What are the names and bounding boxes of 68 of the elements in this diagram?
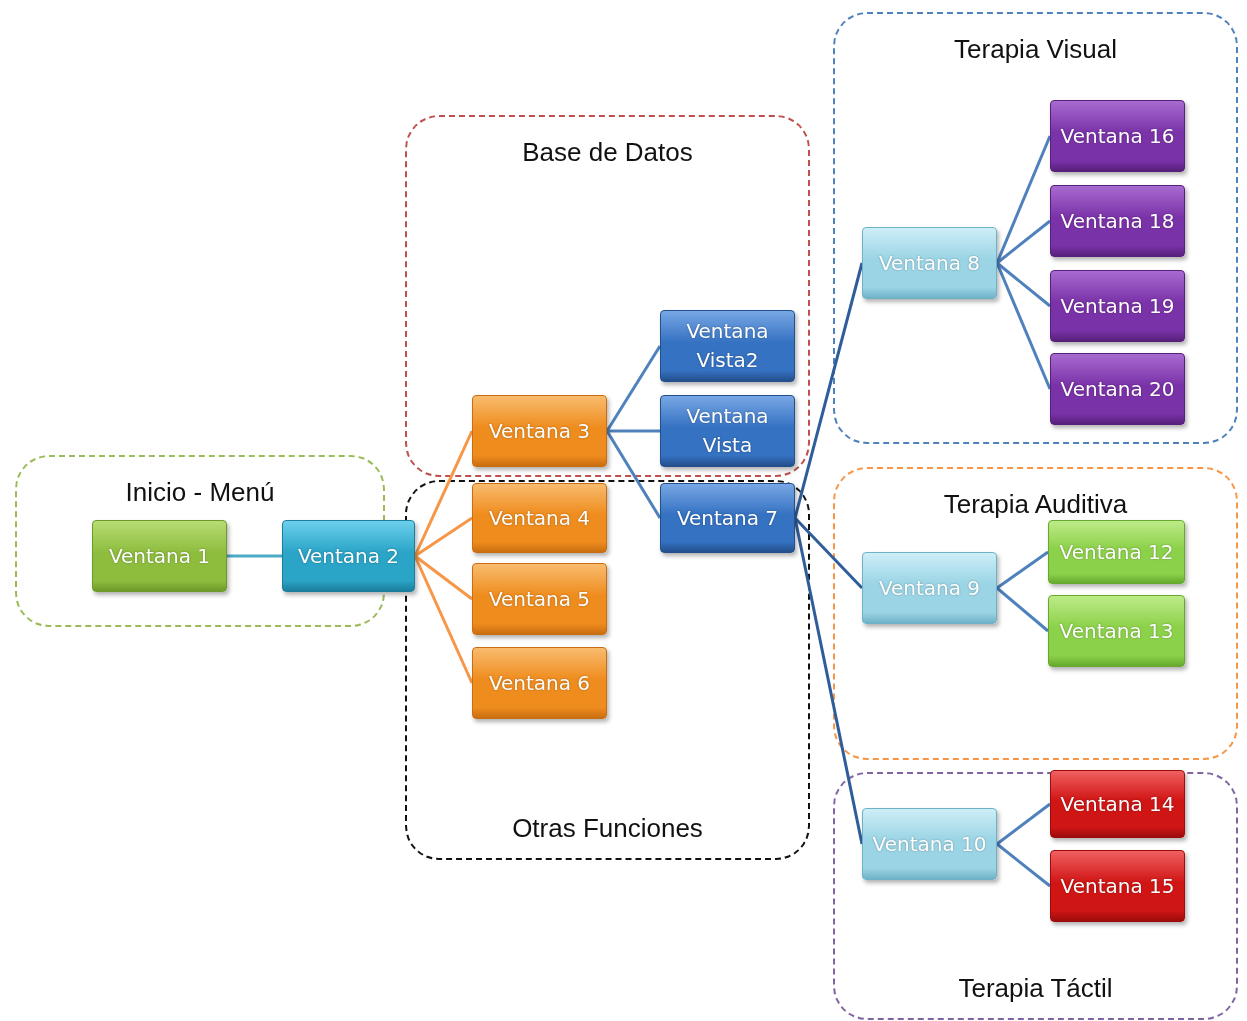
connector-line [605,345,662,432]
connector-line [996,550,1049,590]
window-label: Ventana Vista [685,403,770,459]
window-box [1050,850,1185,922]
window-label: Ventana 2 [297,542,400,570]
group-title: Base de Datos [522,137,693,168]
window-box [1050,270,1185,342]
window-box [1050,770,1185,838]
window-label: Ventana 15 [1060,872,1175,900]
group-frame [405,115,810,477]
connector-line [793,262,864,519]
window-box [1048,595,1185,667]
group-title: Otras Funciones [512,813,703,844]
connector-line [793,516,864,590]
window-box [660,310,795,382]
window-box [282,520,415,592]
group-frame [833,467,1238,760]
window-label: Ventana 4 [488,504,591,532]
window-label: Ventana 10 [872,830,987,858]
connector-line [996,586,1049,633]
group-frame [833,12,1238,444]
window-label: Ventana 14 [1060,790,1175,818]
window-label: Ventana 13 [1059,617,1174,645]
group-title: Terapia Visual [954,34,1117,65]
window-box [660,395,795,467]
window-label: Ventana 3 [488,417,591,445]
window-label: Ventana Vista2 [685,318,770,374]
group-frame [833,772,1238,1020]
connector-line [413,430,474,557]
group-title: Inicio - Menú [125,477,275,508]
window-box [472,395,607,467]
group-title: Terapia Auditiva [943,489,1128,520]
window-label: Ventana 8 [878,249,981,277]
window-label: Ventana 16 [1060,122,1175,150]
connector-line [996,261,1051,308]
window-box [1050,353,1185,425]
window-box [660,483,795,553]
group-frame [405,480,810,860]
window-label: Ventana 19 [1060,292,1175,320]
connector-line [996,219,1051,265]
window-box [92,520,227,592]
window-box [862,808,997,880]
window-box [472,563,607,635]
window-label: Ventana 6 [488,669,591,697]
window-box [1048,520,1185,584]
connector-line [605,430,662,519]
connector-line [996,802,1051,846]
connector-line [414,554,473,601]
window-label: Ventana 5 [488,585,591,613]
connector-line [414,516,473,558]
connector-line [996,842,1051,888]
window-box [862,227,997,299]
window-label: Ventana 12 [1059,538,1174,566]
window-label: Ventana 18 [1060,207,1175,235]
window-box [1050,100,1185,172]
connector-line [227,554,282,558]
window-label: Ventana 20 [1060,375,1175,403]
connector-line [995,135,1052,264]
window-label: Ventana 7 [676,504,779,532]
connector-line [607,429,660,433]
window-box [862,552,997,624]
group-title: Terapia Táctil [958,973,1113,1004]
window-label: Ventana 9 [878,574,981,602]
window-box [472,647,607,719]
window-label: Ventana 1 [108,542,211,570]
connector-line [413,555,474,684]
window-box [472,483,607,553]
window-box [1050,185,1185,257]
